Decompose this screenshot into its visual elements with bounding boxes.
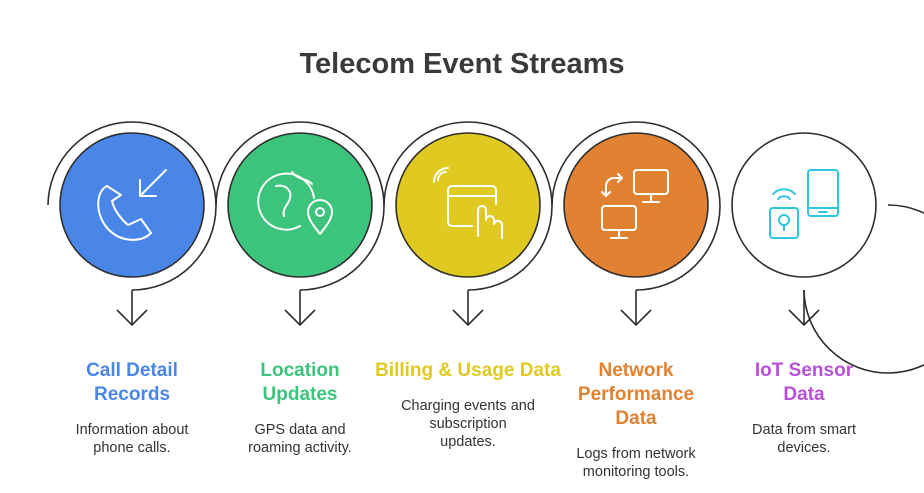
- ring-arc: [803, 204, 924, 374]
- stage-description-line: monitoring tools.: [582, 464, 690, 480]
- incoming-call-icon: [97, 169, 167, 241]
- stage-label-line: Performance: [577, 384, 695, 405]
- stage-label-line: Billing & Usage Data: [375, 360, 561, 381]
- diagram-title: Telecom Event Streams: [299, 48, 625, 80]
- stage-description-line: Logs from network: [576, 446, 696, 462]
- stage-label-line: Location: [260, 360, 340, 381]
- down-arrow: [452, 290, 484, 327]
- stage-description: Data from smart devices.: [719, 421, 889, 457]
- stage-iot-sensor-data: [731, 132, 924, 374]
- stage-description-line: Charging events and: [401, 398, 535, 414]
- stage-label-line: Call Detail: [86, 360, 178, 381]
- stage-description-line: devices.: [777, 440, 831, 456]
- stage-description-line: updates.: [440, 434, 496, 450]
- ring-arc: [215, 121, 385, 291]
- stage-circle: [731, 132, 877, 278]
- stage-label-line: Updates: [262, 384, 338, 405]
- stage-description-line: Information about: [75, 422, 189, 438]
- network-monitors-icon: [601, 169, 669, 239]
- stage-label-line: Data: [783, 384, 825, 405]
- stage-billing-usage-data: [383, 121, 553, 327]
- down-arrow: [116, 290, 148, 327]
- stage-description-line: roaming activity.: [248, 440, 352, 456]
- down-arrow: [284, 290, 316, 327]
- stage-circle: [563, 132, 709, 278]
- stage-description: GPS data and roaming activity.: [215, 421, 385, 457]
- down-arrow: [788, 290, 820, 327]
- stage-network-performance-data: [551, 121, 721, 327]
- stage-description: Charging events and subscription updates.: [383, 397, 553, 451]
- stage-description-line: Data from smart: [752, 422, 856, 438]
- touch-browser-icon: [433, 167, 504, 239]
- stage-circle: [395, 132, 541, 278]
- iot-devices-icon: [769, 169, 839, 239]
- down-arrow: [620, 290, 652, 327]
- stage-description: Logs from network monitoring tools.: [551, 445, 721, 481]
- ring-arc: [47, 121, 217, 291]
- stage-label: Billing & Usage Data: [368, 359, 568, 383]
- stage-location-updates: [215, 121, 385, 327]
- ring-arc: [551, 121, 721, 291]
- stage-circle: [227, 132, 373, 278]
- stage-circle: [59, 132, 205, 278]
- ring-arc: [383, 121, 553, 291]
- stage-label-line: Data: [615, 408, 657, 429]
- stage-description-line: phone calls.: [93, 440, 171, 456]
- stage-description: Information about phone calls.: [47, 421, 217, 457]
- globe-location-icon: [257, 171, 333, 235]
- stage-label-line: IoT Sensor: [754, 360, 854, 381]
- stage-label-line: Records: [93, 384, 171, 405]
- stage-description-line: GPS data and: [254, 422, 346, 438]
- stage-description-line: subscription: [429, 416, 507, 432]
- stage-call-detail-records: [47, 121, 217, 327]
- stage-label-line: Network: [598, 360, 674, 381]
